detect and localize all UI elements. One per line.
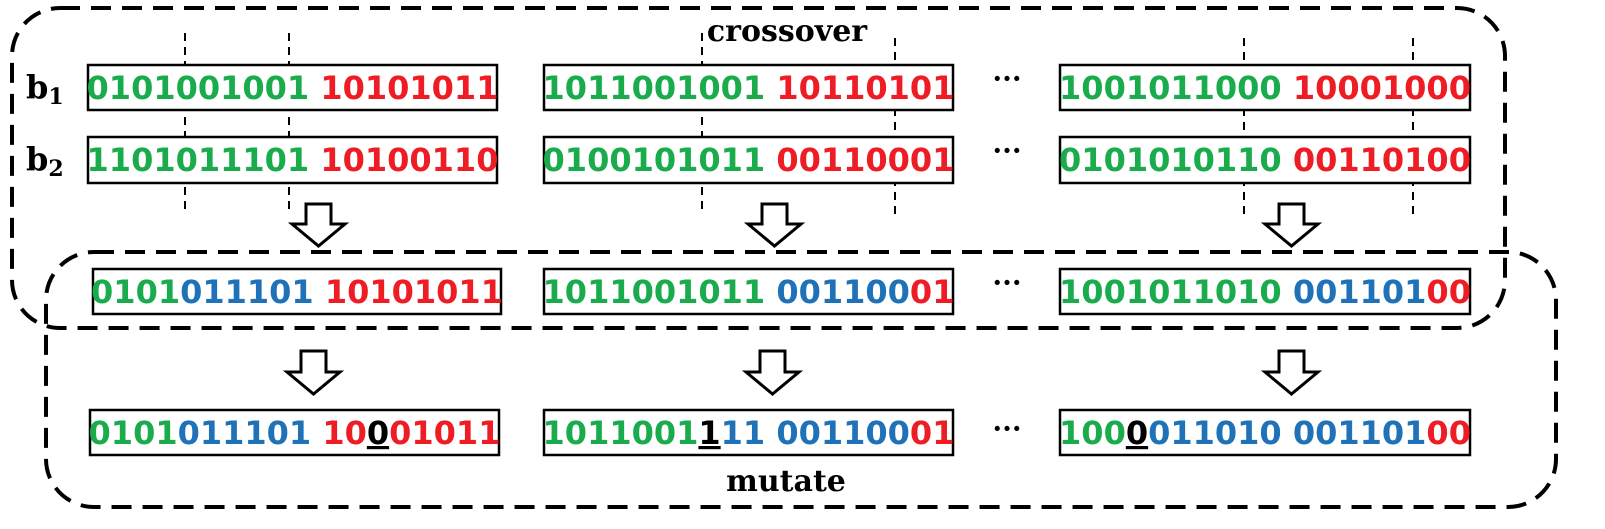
mutated-bit: 0 xyxy=(1126,414,1148,452)
bit-segment xyxy=(314,273,325,311)
bit-segment: 001100 xyxy=(776,414,910,452)
bit-segment: 11 xyxy=(721,414,766,452)
bit-segment: 001100 xyxy=(776,273,910,311)
bit-string-b1: 1001011000 10001000 xyxy=(1059,69,1471,107)
mutated-bit: 0 xyxy=(367,414,389,452)
chromosome-box xyxy=(1058,408,1472,457)
down-arrow-icon xyxy=(1260,202,1323,248)
bit-string-mutated: 0101011101 10001011 xyxy=(89,414,501,452)
b2-label: b2 xyxy=(26,140,64,182)
bit-segment: 1011001 xyxy=(543,414,699,452)
chromosome-box xyxy=(91,267,503,316)
ellipsis-row2: ··· xyxy=(992,134,1021,167)
bit-segment xyxy=(765,414,776,452)
bit-string-mutated: 1011001111 00110001 xyxy=(543,414,955,452)
bit-segment: 001101 xyxy=(1293,414,1427,452)
bit-segment: 10101011 xyxy=(320,69,498,107)
bit-segment: 01 xyxy=(910,273,955,311)
bit-segment: 00110001 xyxy=(776,141,954,179)
chromosome-box xyxy=(542,135,955,185)
mutate-group-border xyxy=(44,250,1558,509)
chromosome-box xyxy=(88,408,501,457)
bit-segment xyxy=(1282,141,1293,179)
bit-string-mutated: 1000011010 00110100 xyxy=(1059,414,1471,452)
bit-segment: 1011001001 xyxy=(543,69,766,107)
bit-segment: 00 xyxy=(1426,273,1471,311)
chromosome-box xyxy=(542,408,955,457)
bit-string-b2: 1101011101 10100110 xyxy=(87,141,499,179)
bit-segment xyxy=(1282,69,1293,107)
chromosome-box xyxy=(86,135,499,185)
bit-segment: 10110101 xyxy=(776,69,954,107)
chromosome-box xyxy=(1058,63,1472,112)
bit-segment: 100 xyxy=(1059,414,1126,452)
chromosome-box xyxy=(1058,135,1472,185)
crossover-label: crossover xyxy=(707,14,868,49)
bit-segment: 1101011101 xyxy=(87,141,310,179)
bit-segment: 011101 xyxy=(180,273,314,311)
bit-string-b2: 0100101011 00110001 xyxy=(543,141,955,179)
crossover-cut-lines xyxy=(184,33,1414,216)
bit-segment: 10100110 xyxy=(320,141,498,179)
chromosome-boxes xyxy=(86,63,1472,457)
bit-segment: 1001011000 xyxy=(1059,69,1282,107)
bit-segment: 0101001001 xyxy=(87,69,310,107)
down-arrow-icon xyxy=(741,349,804,396)
chromosome-box xyxy=(1058,267,1472,316)
bit-segment: 00 xyxy=(1426,414,1471,452)
down-arrows xyxy=(282,202,1323,396)
bit-segment xyxy=(311,414,322,452)
bit-segment xyxy=(765,69,776,107)
bit-segment: 00110100 xyxy=(1293,141,1471,179)
bit-segment: 0101 xyxy=(91,273,180,311)
mutate-label: mutate xyxy=(726,464,846,499)
ellipsis-row3: ··· xyxy=(992,266,1021,299)
b1-label-base: b xyxy=(26,68,48,106)
bit-segment xyxy=(1282,273,1293,311)
bit-segment xyxy=(765,273,776,311)
bit-string-offspring: 1001011010 00110100 xyxy=(1059,273,1471,311)
bit-segment: 0100101011 xyxy=(543,141,766,179)
down-arrow-icon xyxy=(287,202,350,248)
ellipsis-row4: ··· xyxy=(992,412,1021,445)
mutated-bit: 1 xyxy=(698,414,720,452)
bit-segment: 011010 xyxy=(1148,414,1282,452)
bit-string-offspring: 1011001011 00110001 xyxy=(543,273,955,311)
chromosome-box xyxy=(542,267,955,316)
bit-string-offspring: 0101011101 10101011 xyxy=(91,273,503,311)
bit-segment: 01011 xyxy=(389,414,500,452)
b2-label-base: b xyxy=(26,140,48,178)
bit-string-b2: 0101010110 00110100 xyxy=(1059,141,1471,179)
bit-segment xyxy=(765,141,776,179)
bit-segment: 0101 xyxy=(89,414,178,452)
bit-segment: 10101011 xyxy=(325,273,503,311)
bit-segment: 0101010110 xyxy=(1059,141,1282,179)
bit-segment: 001101 xyxy=(1293,273,1427,311)
bit-segment: 10 xyxy=(322,414,367,452)
bit-segment: 10001000 xyxy=(1293,69,1471,107)
down-arrow-icon xyxy=(1260,349,1323,396)
ellipsis-row1: ··· xyxy=(992,62,1021,95)
bit-string-b1: 0101001001 10101011 xyxy=(87,69,499,107)
bit-string-b1: 1011001001 10110101 xyxy=(543,69,955,107)
b2-label-subscript: 2 xyxy=(48,156,63,182)
crossover-group-border xyxy=(10,6,1507,330)
bit-segment xyxy=(1282,414,1293,452)
chromosome-box xyxy=(86,63,499,112)
b1-label-subscript: 1 xyxy=(48,84,63,110)
down-arrow-icon xyxy=(743,202,806,248)
bit-segment: 01 xyxy=(910,414,955,452)
down-arrow-icon xyxy=(282,349,345,396)
bit-segment xyxy=(309,141,320,179)
bit-segment: 011101 xyxy=(178,414,312,452)
bit-segment: 1001011010 xyxy=(1059,273,1282,311)
b1-label: b1 xyxy=(26,68,64,110)
bit-segment xyxy=(309,69,320,107)
bit-segment: 1011001011 xyxy=(543,273,766,311)
chromosome-box xyxy=(542,63,955,112)
